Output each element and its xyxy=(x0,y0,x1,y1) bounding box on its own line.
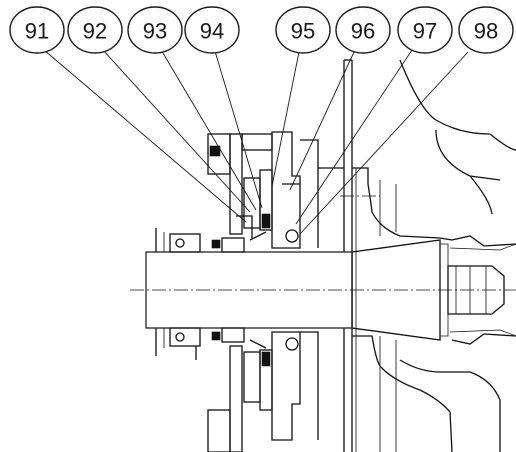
callout-92: 92 xyxy=(67,6,123,54)
leader-98 xyxy=(299,51,469,235)
callout-97-label: 97 xyxy=(413,19,437,44)
callout-95-label: 95 xyxy=(291,19,315,44)
leader-92 xyxy=(102,49,251,213)
callout-94-label: 94 xyxy=(200,19,224,44)
callout-93-label: 93 xyxy=(143,19,167,44)
callout-98-label: 98 xyxy=(474,19,498,44)
callout-93: 93 xyxy=(127,6,183,54)
seal-assembly-upper xyxy=(155,131,344,253)
leader-91 xyxy=(43,49,247,223)
callout-91-label: 91 xyxy=(25,19,49,44)
callout-97: 97 xyxy=(397,6,453,54)
leader-95 xyxy=(271,51,300,187)
callout-96-label: 96 xyxy=(351,19,375,44)
seal-assembly-lower xyxy=(155,327,319,452)
leader-96 xyxy=(289,51,355,191)
callout-92-label: 92 xyxy=(83,19,107,44)
leader-93 xyxy=(159,47,257,211)
callout-95: 95 xyxy=(275,6,331,54)
leader-lines xyxy=(43,47,469,235)
leader-94 xyxy=(213,47,263,209)
pump-casing xyxy=(340,59,516,452)
shaft xyxy=(130,239,516,341)
callout-91: 91 xyxy=(9,6,65,54)
callout-98: 98 xyxy=(458,6,514,54)
callout-94: 94 xyxy=(184,6,240,54)
leader-97 xyxy=(295,49,413,225)
callout-96: 96 xyxy=(335,6,391,54)
